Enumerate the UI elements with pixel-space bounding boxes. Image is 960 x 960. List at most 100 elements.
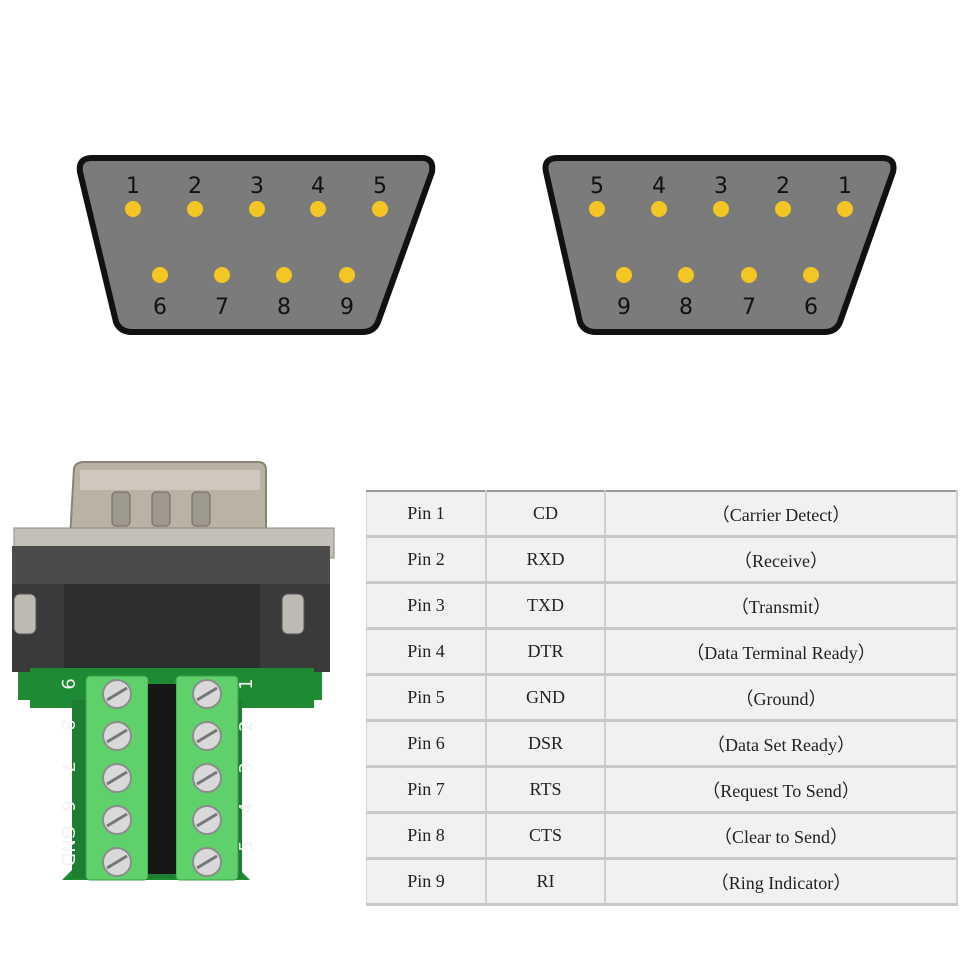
terminal-label-left: 6 <box>57 800 78 811</box>
pin-number: 4 <box>652 174 666 199</box>
screw-slot <box>106 854 128 870</box>
pin-dot <box>152 267 168 283</box>
terminal-label-left: 9 <box>57 678 78 689</box>
pin-dot <box>310 201 326 217</box>
pin-number: 1 <box>838 174 852 199</box>
pin-dot <box>372 201 388 217</box>
description-cell: （Carrier Detect） <box>605 491 958 538</box>
pin-number: 2 <box>776 174 790 199</box>
description-cell: （Ring Indicator） <box>605 858 958 906</box>
description-cell: （Request To Send） <box>605 766 958 814</box>
screw-slot <box>106 686 128 702</box>
screw-slot <box>106 812 128 828</box>
pin-dot <box>775 201 791 217</box>
terminal-label-left: GND <box>57 825 78 866</box>
pin-dot <box>616 267 632 283</box>
description-cell: （Data Set Ready） <box>605 720 958 768</box>
pin-number-cell: Pin 9 <box>366 858 487 906</box>
signal-cell: RXD <box>486 536 606 584</box>
screw-slot <box>106 770 128 786</box>
pin-dot <box>249 201 265 217</box>
screw-slot <box>196 854 218 870</box>
pin-number-cell: Pin 7 <box>366 766 487 814</box>
pin-dot <box>713 201 729 217</box>
signal-cell: DSR <box>486 720 606 768</box>
pin-dot <box>741 267 757 283</box>
signal-cell: RTS <box>486 766 606 814</box>
pin-dot <box>678 267 694 283</box>
screw-slot <box>196 728 218 744</box>
terminal-label-right: 1 <box>236 678 257 689</box>
terminal-label-left: 8 <box>57 719 78 730</box>
signal-cell: CD <box>486 491 606 538</box>
pin-number-cell: Pin 6 <box>366 720 487 768</box>
male-connector-shell <box>76 155 436 335</box>
pin-dot <box>803 267 819 283</box>
signal-cell: TXD <box>486 582 606 630</box>
pin-number: 3 <box>250 174 264 199</box>
pin-number-cell: Pin 4 <box>366 628 487 676</box>
pin-number-cell: Pin 3 <box>366 582 487 630</box>
terminal-label-left: 7 <box>57 761 78 772</box>
dsub-pin <box>111 491 131 527</box>
pin-number-cell: Pin 2 <box>366 536 487 584</box>
pin-number: 6 <box>153 295 167 320</box>
pin-number: 3 <box>714 174 728 199</box>
pin-dot <box>187 201 203 217</box>
pin-number-cell: Pin 5 <box>366 674 487 722</box>
screw-slot <box>196 686 218 702</box>
pin-dot <box>589 201 605 217</box>
signal-cell: CTS <box>486 812 606 860</box>
terminal-label-right: 5 <box>236 840 257 851</box>
pin-number: 9 <box>340 295 354 320</box>
description-cell: （Data Terminal Ready） <box>605 628 958 676</box>
pin-number-cell: Pin 1 <box>366 491 487 538</box>
signal-cell: RI <box>486 858 606 906</box>
pin-number: 9 <box>617 295 631 320</box>
pin-number: 8 <box>277 295 291 320</box>
dsub-pin <box>151 491 171 527</box>
screw-slot <box>196 770 218 786</box>
pin-dot <box>651 201 667 217</box>
pin-dot <box>276 267 292 283</box>
side-screw-right <box>281 593 305 635</box>
dsub-pin <box>191 491 211 527</box>
pin-number: 5 <box>590 174 604 199</box>
description-cell: （Receive） <box>605 536 958 584</box>
description-cell: （Clear to Send） <box>605 812 958 860</box>
female-connector-shell <box>542 155 897 335</box>
side-screw-left <box>13 593 37 635</box>
signal-cell: GND <box>486 674 606 722</box>
description-cell: （Ground） <box>605 674 958 722</box>
pin-number: 8 <box>679 295 693 320</box>
terminal-label-right: 4 <box>236 802 257 813</box>
pin-dot <box>339 267 355 283</box>
screw-slot <box>196 812 218 828</box>
pin-number: 7 <box>215 295 229 320</box>
pin-dot <box>837 201 853 217</box>
pin-number: 6 <box>804 295 818 320</box>
pin-dot <box>125 201 141 217</box>
pin-number-cell: Pin 8 <box>366 812 487 860</box>
signal-cell: DTR <box>486 628 606 676</box>
terminal-label-right: 2 <box>236 720 257 731</box>
pin-number: 4 <box>311 174 325 199</box>
screw-slot <box>106 728 128 744</box>
pin-number: 1 <box>126 174 140 199</box>
pin-number: 2 <box>188 174 202 199</box>
pin-dot <box>214 267 230 283</box>
